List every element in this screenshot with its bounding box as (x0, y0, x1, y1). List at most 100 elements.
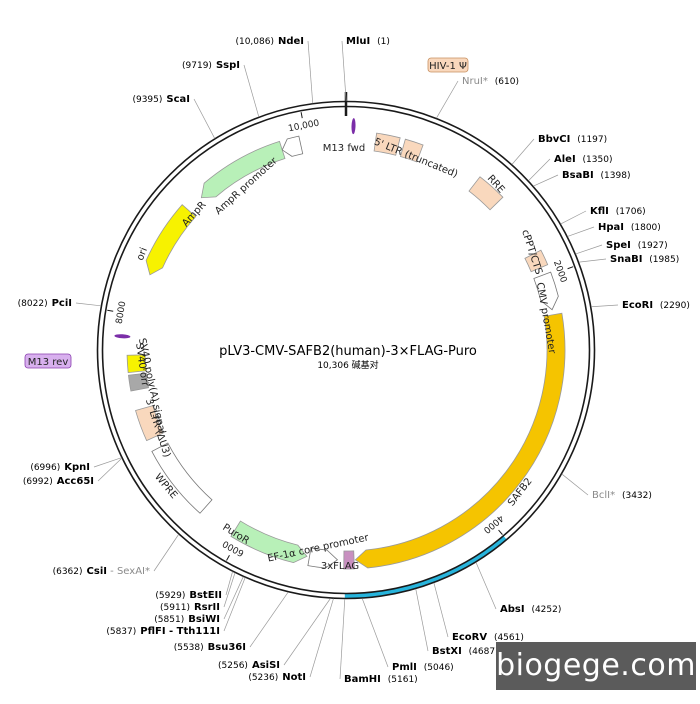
site-label-spei: SpeI (1927) (606, 240, 668, 251)
site-name: EcoRI (622, 300, 653, 311)
feature-cmv-promoter (533, 271, 559, 311)
feature-label-hiv-1: HIV-1 Ψ (429, 61, 467, 72)
site-name: AbsI (500, 604, 525, 615)
site-label-bsabi: BsaBI (1398) (562, 170, 630, 181)
site-leader-kpni (93, 457, 122, 468)
site-name: BstXI (432, 646, 462, 657)
site-name: BclI* (592, 490, 615, 501)
site-position: (5161) (385, 675, 418, 685)
feature-label-3xflag: 3xFLAG (321, 561, 359, 572)
feature-5-ltr-truncated-b (399, 138, 424, 163)
tick-label-10000: 10,000 (287, 119, 320, 135)
site-name: Bsu36I (208, 642, 246, 653)
site-name: SexAI* (117, 566, 150, 577)
site-leader-alei (528, 158, 551, 181)
highlight-region-arc (344, 535, 507, 599)
site-leader-absi (475, 562, 497, 610)
site-position: (5538) (174, 643, 204, 653)
plasmid-title: pLV3-CMV-SAFB2(human)-3×FLAG-Puro (219, 344, 477, 359)
site-label-noti: (5236)NotI (248, 672, 306, 683)
site-label-csii: (6362)CsiI - SexAI* (53, 566, 150, 577)
site-name: BamHI (344, 674, 381, 685)
site-position: (1800) (628, 223, 661, 233)
feature-3-ltr-u3 (135, 405, 164, 442)
site-position: (610) (492, 77, 519, 87)
site-position: (5911) (160, 603, 190, 613)
site-name: MluI (346, 36, 370, 47)
site-label-bamhi: BamHI (5161) (344, 674, 418, 685)
site-leader-ecori (591, 304, 619, 308)
site-position: (1985) (646, 255, 679, 265)
feature-cppt-cts (524, 249, 549, 273)
site-label-snabi: SnaBI (1985) (610, 254, 679, 265)
site-name: AleI (554, 154, 576, 165)
site-label-mlui: MluI (1) (346, 36, 390, 47)
site-label-hpai: HpaI (1800) (598, 222, 661, 233)
site-leader-ecorv (433, 582, 449, 638)
site-label-bsu36i: (5538) Bsu36I (174, 642, 246, 653)
feature-ampr (200, 140, 286, 199)
feature-puror (230, 520, 308, 564)
site-position: (4687) (466, 647, 499, 657)
site-label-ecori: EcoRI (2290) (622, 300, 690, 311)
site-label-sspi: (9719) SspI (182, 60, 240, 71)
site-label-rsrii: (5911)RsrII (160, 602, 220, 613)
site-position: (5236) (248, 673, 278, 683)
site-position: (3432) (619, 491, 652, 501)
site-position: (6996) (30, 463, 60, 473)
site-label-scai: (9395)ScaI (132, 94, 190, 105)
site-label-kfli: KflI (1706) (590, 206, 646, 217)
tick-mark-8000 (107, 309, 114, 312)
site-leader-bsteii (225, 571, 233, 596)
site-position: (4561) (491, 633, 524, 643)
site-position: (5046) (421, 663, 454, 673)
watermark-logo: biogege.com (496, 642, 696, 690)
site-position: (5851) (154, 615, 184, 625)
site-label-absi: AbsI (4252) (500, 604, 561, 615)
site-name: NruI* (462, 76, 488, 87)
tick-label-8000: 8000 (115, 300, 129, 325)
site-label-bbvci: BbvCI (1197) (538, 134, 607, 145)
site-position: (8022) (18, 299, 48, 309)
site-leader-bamhi (339, 598, 346, 680)
feature-sv40-ori (126, 354, 147, 374)
site-label-bsteii: (5929)BstEII (155, 590, 222, 601)
site-position: (1) (374, 37, 390, 47)
tick-mark-4000 (498, 529, 503, 535)
site-position: (9719) (182, 61, 212, 71)
site-leader-bsiwi (223, 576, 244, 620)
site-leader-bcli (561, 473, 589, 496)
site-name: BsaBI (562, 170, 594, 181)
feature-label-m13-rev: M13 rev (28, 357, 69, 368)
site-leader-bbvci (511, 138, 535, 165)
site-name: NdeI (278, 36, 304, 47)
highlight-region-layer (344, 535, 507, 599)
site-position: (1350) (580, 155, 613, 165)
site-leader-snabi (578, 258, 607, 263)
site-leader-ndei (307, 40, 314, 104)
site-label-pflfi-tth111i: (5837)PflFI - Tth111I (106, 626, 220, 637)
site-name: SspI (216, 60, 240, 71)
site-position: (4252) (529, 605, 562, 615)
site-position: (1197) (574, 135, 607, 145)
site-leader-bsu36i (249, 591, 289, 648)
site-leader-spei (575, 244, 603, 255)
site-position: (5929) (155, 591, 185, 601)
site-name: KflI (590, 206, 609, 217)
site-label-acc65i: (6992)Acc65I (23, 476, 94, 487)
feature-m13-rev (114, 334, 131, 339)
site-leader-pmli (361, 598, 389, 668)
site-name: KpnI (64, 462, 90, 473)
feature-ampr-promoter (281, 135, 304, 157)
site-position: (5837) (106, 627, 136, 637)
site-leader-bstxi (415, 588, 429, 652)
site-label-alei: AleI (1350) (554, 154, 612, 165)
site-label-bstxi: BstXI (4687) (432, 646, 499, 657)
site-leader-sspi (243, 64, 260, 117)
site-leader-pflfi-tth111i (223, 577, 246, 632)
site-position: (1927) (635, 241, 668, 251)
tick-mark-10000 (300, 112, 303, 119)
site-name: ScaI (166, 94, 190, 105)
